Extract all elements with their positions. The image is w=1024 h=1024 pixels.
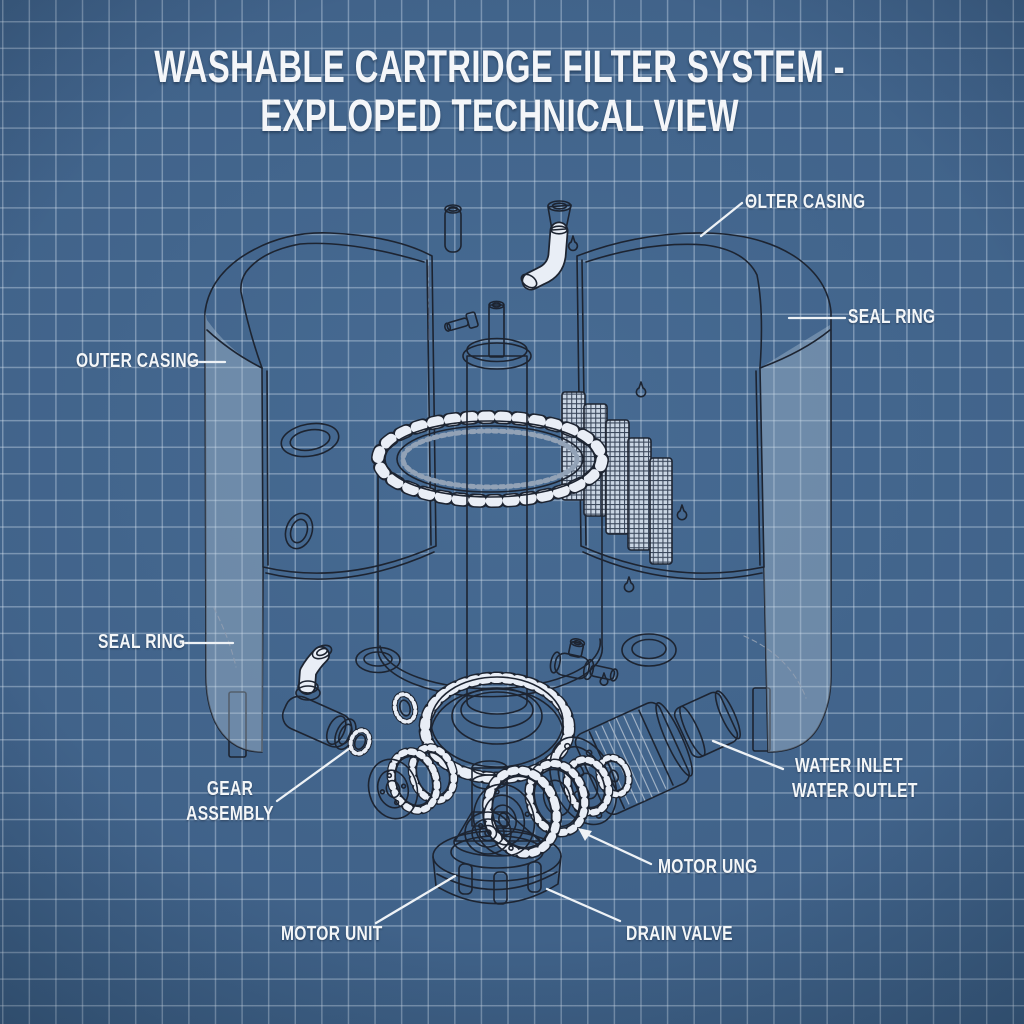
outer-casing-right-half xyxy=(576,232,832,753)
label-gear-assembly-line2: ASSEMBLY xyxy=(186,803,274,825)
elbow-pipe-fitting-top xyxy=(520,200,572,291)
motor-unit-body xyxy=(549,690,741,826)
page-title: WASHABLE CARTRIDGE FILTER SYSTEM - EXPLO… xyxy=(138,42,886,140)
title-line-1: WASHABLE CARTRIDGE FILTER SYSTEM - xyxy=(154,41,845,92)
title-line-2: EXPLOPED TECHNICAL VIEW xyxy=(260,90,739,141)
leader-lines xyxy=(179,201,847,925)
label-water-inlet-outlet: WATER INLET WATER OUTLET xyxy=(792,754,918,804)
label-water-line1: WATER INLET xyxy=(794,755,904,777)
small-bolt-top xyxy=(567,235,579,252)
casing-leg-left xyxy=(228,691,247,758)
label-gear-assembly-line1: GEAR xyxy=(206,778,254,800)
pin-bolt xyxy=(444,311,479,332)
gear-stack-center xyxy=(464,753,633,860)
label-water-line2: WATER OUTLET xyxy=(792,780,918,802)
o-ring-on-left-casing xyxy=(280,422,340,458)
leader-arrowhead xyxy=(578,828,592,841)
gear-cluster-left xyxy=(367,743,459,820)
elbow-valve-assembly-left xyxy=(281,644,373,757)
label-outer-casing-left: OUTER CASING xyxy=(76,350,200,372)
label-outer-casing-right: ΘLTER CASING xyxy=(745,191,866,213)
label-drain-valve: DRAIN VALVE xyxy=(626,923,733,945)
drip-bolts-right-casing xyxy=(599,381,688,686)
lock-washer-loose xyxy=(391,691,419,725)
bearing-face xyxy=(464,811,512,855)
outer-casing-left-half xyxy=(204,232,437,753)
pleated-filter-cartridge xyxy=(371,410,609,698)
o-ring-small-on-left-casing xyxy=(284,512,314,550)
label-seal-ring-right: SEAL RING xyxy=(848,306,936,328)
label-gear-assembly: GEAR ASSEMBLY xyxy=(168,777,293,827)
seal-ring-bottom-right xyxy=(621,633,677,667)
casing-leg-right xyxy=(752,687,771,752)
small-valve-fitting xyxy=(549,638,619,682)
label-motor-ring: MOTOR UNG xyxy=(658,856,758,878)
lock-washer-on-valve xyxy=(347,727,373,757)
label-seal-ring-left: SEAL RING xyxy=(98,631,186,653)
center-core-tube xyxy=(462,300,532,715)
label-motor-unit: MOTOR UNIT xyxy=(281,923,383,945)
seal-ring-bottom-left xyxy=(355,646,401,674)
small-tube-fitting xyxy=(444,204,462,253)
